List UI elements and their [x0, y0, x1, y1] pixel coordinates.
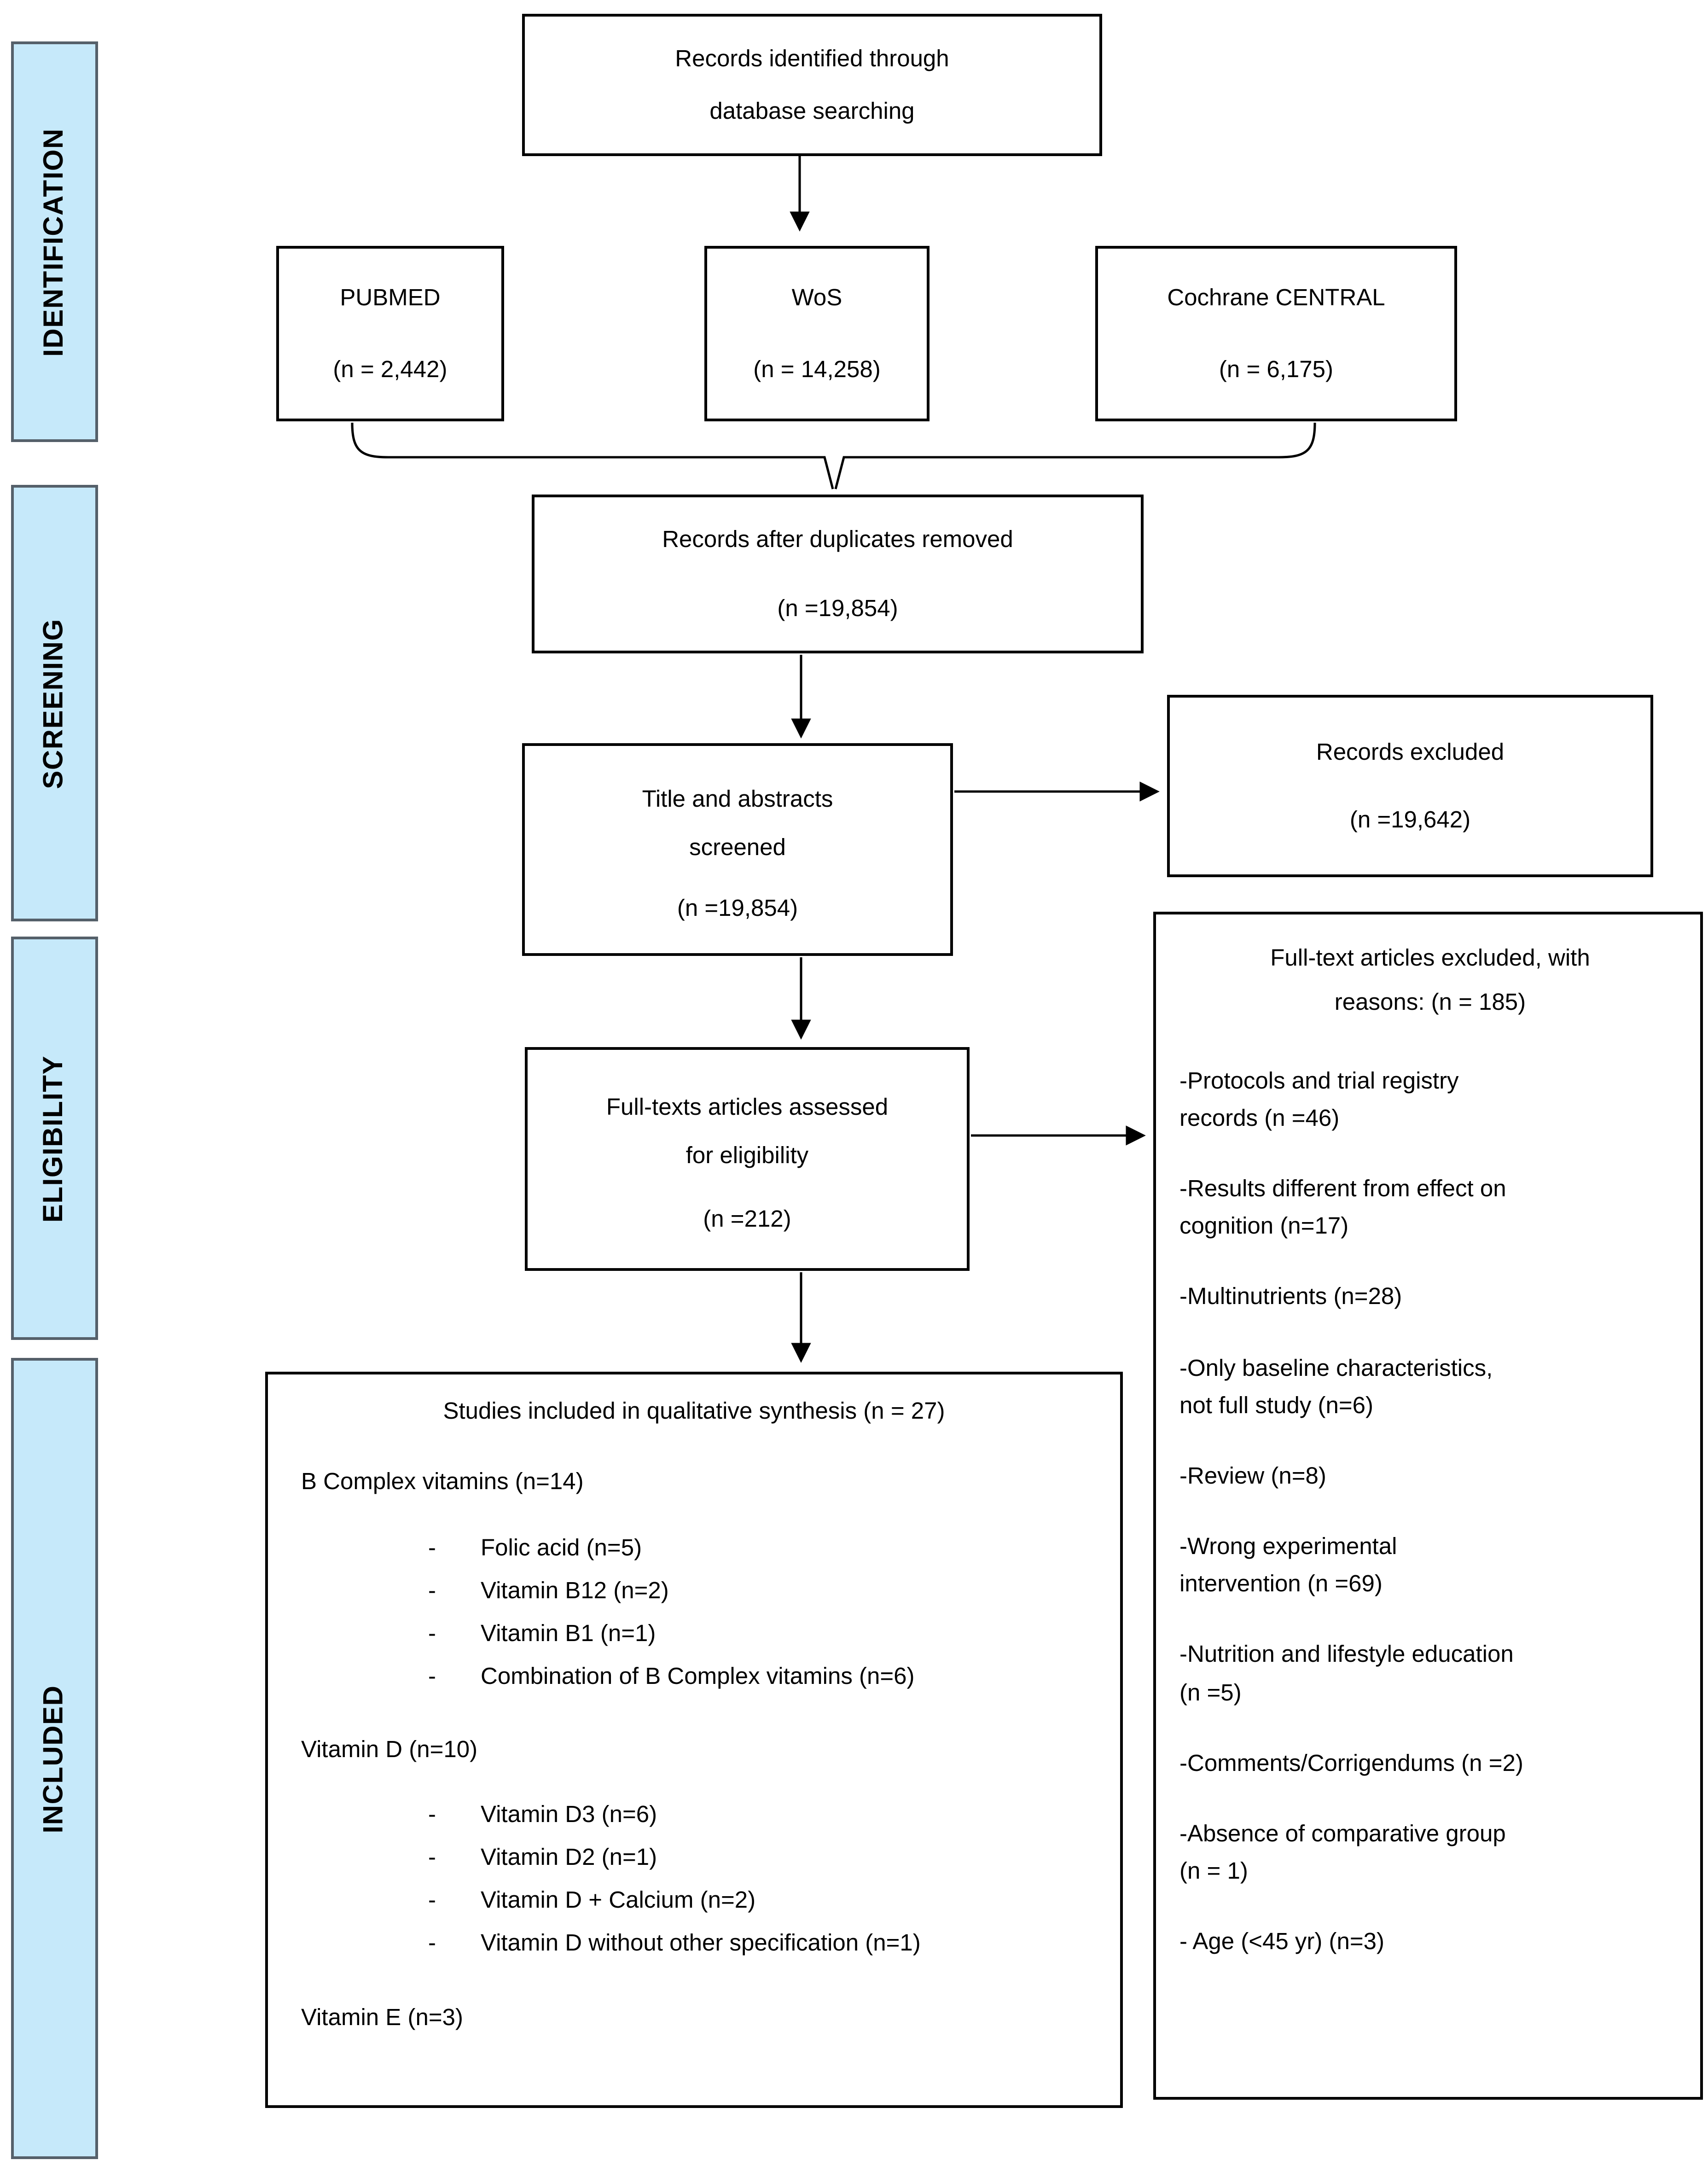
fulltext-excluded-title: Full-text articles excluded, with reason…	[1270, 945, 1590, 1016]
title-abstract-screened-text: Title and abstracts screened	[642, 786, 833, 861]
stage-included-label: INCLUDED	[39, 1684, 69, 1833]
brace-left	[351, 422, 834, 489]
pubmed-box: PUBMED (n = 2,442)	[276, 246, 504, 421]
included-studies-box: Studies included in qualitative synthesi…	[265, 1372, 1123, 2108]
vitamin-d-items: - Vitamin D3 (n=6) - Vitamin D2 (n=1) - …	[428, 1800, 1087, 1972]
records-excluded-text: Records excluded	[1316, 739, 1505, 765]
bullet-dash: -	[428, 1844, 436, 1871]
group-heading-b-complex: B Complex vitamins (n=14)	[301, 1468, 584, 1495]
records-excluded-box: Records excluded (n =19,642)	[1167, 695, 1653, 877]
group-heading-vitamin-e: Vitamin E (n=3)	[301, 2003, 463, 2030]
list-item: - Vitamin D + Calcium (n=2)	[428, 1886, 1087, 1916]
wos-name: WoS	[791, 285, 842, 311]
list-item: - Combination of B Complex vitamins (n=6…	[428, 1661, 1087, 1692]
exclusion-reason: -Wrong experimental intervention (n =69)	[1179, 1533, 1397, 1597]
duplicates-removed-box: Records after duplicates removed (n =19,…	[532, 495, 1144, 653]
list-item-text: Vitamin D + Calcium (n=2)	[481, 1887, 756, 1914]
bullet-dash: -	[428, 1930, 436, 1957]
list-item: - Vitamin D without other specification …	[428, 1929, 1087, 1959]
list-item: - Folic acid (n=5)	[428, 1533, 1087, 1563]
stage-included: INCLUDED	[11, 1358, 98, 2159]
records-identified-text: Records identified through database sear…	[675, 46, 949, 124]
exclusion-reason: -Only baseline characteristics, not full…	[1179, 1354, 1493, 1419]
list-item-text: Combination of B Complex vitamins (n=6)	[481, 1663, 915, 1689]
bullet-dash: -	[428, 1663, 436, 1689]
duplicates-removed-text: Records after duplicates removed	[662, 526, 1013, 553]
wos-count: (n = 14,258)	[753, 355, 881, 382]
brace-right	[834, 422, 1316, 489]
wos-box: WoS (n = 14,258)	[704, 246, 930, 421]
list-item-text: Vitamin B1 (n=1)	[481, 1620, 656, 1647]
title-abstract-screened-box: Title and abstracts screened (n =19,854)	[522, 743, 953, 956]
records-excluded-count: (n =19,642)	[1349, 807, 1471, 833]
list-item-text: Folic acid (n=5)	[481, 1534, 642, 1560]
cochrane-count: (n = 6,175)	[1219, 355, 1334, 382]
list-item: - Vitamin B1 (n=1)	[428, 1619, 1087, 1649]
exclusion-reason: -Results different from effect on cognit…	[1179, 1175, 1506, 1240]
list-item-text: Vitamin B12 (n=2)	[481, 1577, 669, 1603]
records-identified-box: Records identified through database sear…	[522, 14, 1102, 156]
title-abstract-screened-count: (n =19,854)	[677, 895, 798, 921]
exclusion-reason: -Comments/Corrigendums (n =2)	[1179, 1750, 1523, 1776]
bullet-dash: -	[428, 1887, 436, 1914]
bullet-dash: -	[428, 1801, 436, 1828]
pubmed-name: PUBMED	[340, 285, 441, 311]
fulltext-assessed-text: Full-texts articles assessed for eligibi…	[606, 1094, 889, 1169]
bullet-dash: -	[428, 1534, 436, 1560]
fulltext-assessed-count: (n =212)	[703, 1205, 791, 1232]
list-item: - Vitamin B12 (n=2)	[428, 1576, 1087, 1606]
exclusion-reason: -Absence of comparative group (n = 1)	[1179, 1821, 1506, 1885]
list-item-text: Vitamin D2 (n=1)	[481, 1844, 657, 1871]
stage-identification-label: IDENTIFICATION	[39, 127, 70, 356]
cochrane-name: Cochrane CENTRAL	[1167, 285, 1385, 311]
exclusion-reason: -Protocols and trial registry records (n…	[1179, 1067, 1459, 1131]
stage-identification: IDENTIFICATION	[11, 41, 98, 442]
list-item: - Vitamin D3 (n=6)	[428, 1800, 1087, 1830]
exclusion-reason: - Age (<45 yr) (n=3)	[1179, 1929, 1385, 1956]
b-complex-items: - Folic acid (n=5) - Vitamin B12 (n=2) -…	[428, 1533, 1087, 1705]
stage-eligibility-label: ELIGIBILITY	[39, 1054, 69, 1222]
cochrane-central-box: Cochrane CENTRAL (n = 6,175)	[1095, 246, 1457, 421]
fulltext-assessed-box: Full-texts articles assessed for eligibi…	[525, 1047, 970, 1271]
stage-screening-label: SCREENING	[39, 617, 69, 789]
stage-screening: SCREENING	[11, 485, 98, 921]
exclusion-reason: -Review (n=8)	[1179, 1462, 1326, 1489]
list-item: - Vitamin D2 (n=1)	[428, 1843, 1087, 1874]
pubmed-count: (n = 2,442)	[333, 355, 447, 382]
included-studies-title: Studies included in qualitative synthesi…	[443, 1398, 945, 1424]
stage-eligibility: ELIGIBILITY	[11, 937, 98, 1340]
list-item-text: Vitamin D without other specification (n…	[481, 1930, 921, 1957]
fulltext-excluded-box: Full-text articles excluded, with reason…	[1153, 912, 1703, 2100]
group-heading-vitamin-d: Vitamin D (n=10)	[301, 1736, 478, 1763]
bullet-dash: -	[428, 1577, 436, 1603]
list-item-text: Vitamin D3 (n=6)	[481, 1801, 657, 1828]
exclusion-reason: -Multinutrients (n=28)	[1179, 1284, 1402, 1310]
duplicates-removed-count: (n =19,854)	[777, 594, 898, 621]
exclusion-reason: -Nutrition and lifestyle education (n =5…	[1179, 1642, 1514, 1706]
bullet-dash: -	[428, 1620, 436, 1647]
